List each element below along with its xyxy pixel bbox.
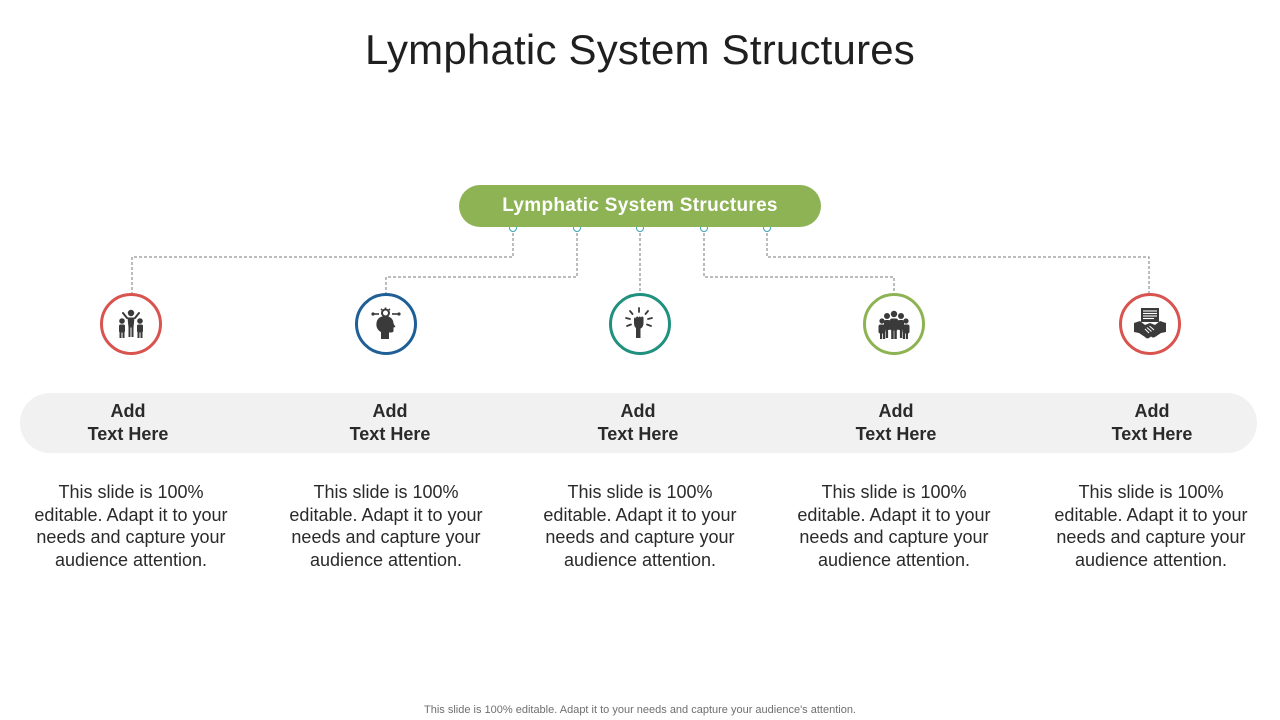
node-description: This slide is 100% editable. Adapt it to… [797, 482, 991, 570]
footer-note: This slide is 100% editable. Adapt it to… [424, 704, 856, 716]
node-description: This slide is 100% editable. Adapt it to… [543, 482, 737, 570]
handshake-icon [1119, 293, 1181, 355]
connector-line-2 [385, 228, 578, 293]
page-title: Lymphatic System Structures [364, 26, 916, 73]
hub-pill: Lymphatic System Structures [459, 185, 821, 227]
heading-band [20, 393, 1257, 453]
team-icon [863, 293, 925, 355]
group-leader-icon [100, 293, 162, 355]
raised-fist-icon [609, 293, 671, 355]
head-gear-icon [355, 293, 417, 355]
node-description: This slide is 100% editable. Adapt it to… [289, 482, 483, 570]
connector-line-4 [703, 228, 895, 293]
connector-line-5 [766, 228, 1150, 293]
node-description: This slide is 100% editable. Adapt it to… [34, 482, 228, 570]
node-description: This slide is 100% editable. Adapt it to… [1054, 482, 1248, 570]
connector-line-1 [131, 228, 514, 293]
